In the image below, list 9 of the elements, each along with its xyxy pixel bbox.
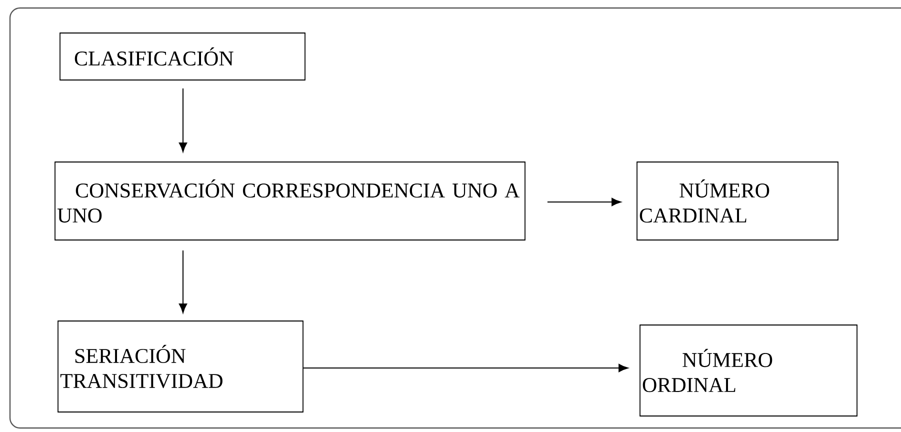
concept-box: SERIACIÓN TRANSITIVIDAD <box>58 320 304 412</box>
arrow <box>546 198 622 206</box>
arrow <box>302 364 628 372</box>
arrow <box>178 88 188 152</box>
concept-box: CONSERVACIÓN CORRESPONDENCIA UNO A UNO <box>54 162 526 240</box>
arrow <box>178 250 188 314</box>
concept-box: CLASIFICACIÓN <box>60 32 306 80</box>
concept-box: NÚMERO ORDINAL <box>640 324 858 416</box>
concept-box: NÚMERO CARDINAL <box>636 162 838 240</box>
